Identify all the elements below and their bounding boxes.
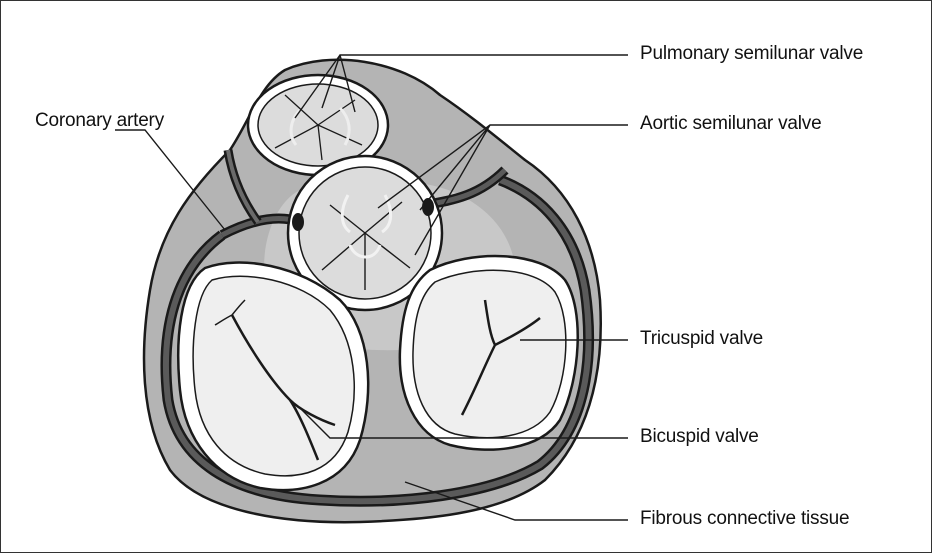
label-aortic-semilunar-valve: Aortic semilunar valve — [640, 113, 821, 135]
label-pulmonary-semilunar-valve: Pulmonary semilunar valve — [640, 43, 863, 65]
label-fibrous-connective-tissue: Fibrous connective tissue — [640, 508, 849, 530]
tricuspid-valve — [400, 256, 578, 450]
label-bicuspid-valve: Bicuspid valve — [640, 426, 759, 448]
label-coronary-artery: Coronary artery — [35, 110, 164, 132]
label-tricuspid-valve: Tricuspid valve — [640, 328, 763, 350]
